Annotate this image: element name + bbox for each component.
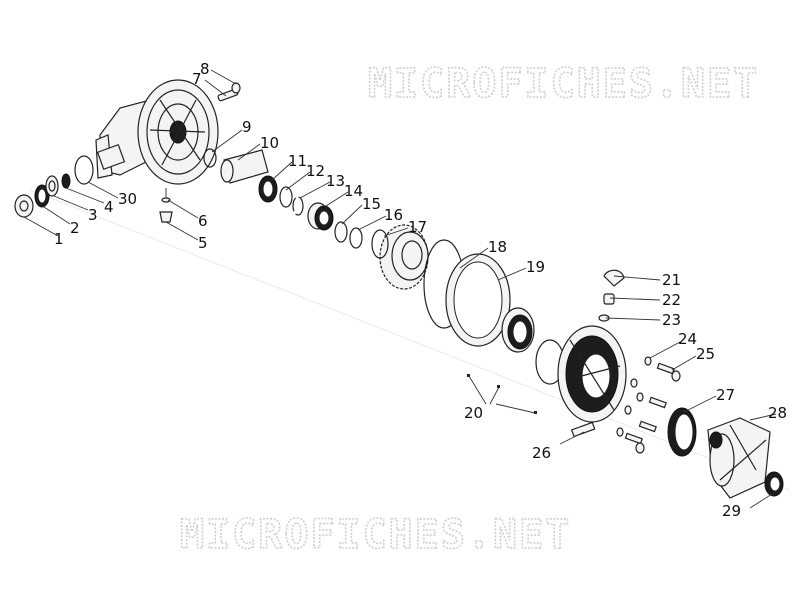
part-7-8-bolts bbox=[217, 82, 241, 102]
callout-6: 6 bbox=[198, 212, 208, 230]
callout-19: 19 bbox=[526, 258, 545, 276]
callout-1: 1 bbox=[54, 230, 64, 248]
callout-2: 2 bbox=[70, 219, 80, 237]
part-20-markers bbox=[467, 374, 537, 414]
part-20-cover bbox=[557, 325, 627, 423]
part-26-key bbox=[570, 421, 596, 438]
callout-29: 29 bbox=[722, 502, 741, 520]
callout-4: 4 bbox=[104, 198, 114, 216]
gearbox-housing bbox=[95, 79, 219, 185]
callout-16: 16 bbox=[384, 206, 403, 224]
part-12-ring bbox=[279, 186, 293, 208]
callout-13: 13 bbox=[326, 172, 345, 190]
callout-14: 14 bbox=[344, 182, 363, 200]
part-28-hub bbox=[707, 417, 771, 499]
callout-20: 20 bbox=[464, 404, 483, 422]
assembly-axis bbox=[29, 189, 791, 491]
callout-7: 7 bbox=[192, 70, 202, 88]
callout-23: 23 bbox=[662, 311, 681, 329]
part-2-seal bbox=[34, 184, 50, 208]
callout-24: 24 bbox=[678, 330, 697, 348]
part-19-gasket bbox=[445, 253, 511, 347]
callout-10: 10 bbox=[260, 134, 279, 152]
callout-labels: 1 2 3 4 5 6 7 8 9 10 11 12 13 14 15 16 1… bbox=[54, 60, 787, 520]
callout-22: 22 bbox=[662, 291, 681, 309]
part-30-oring bbox=[74, 155, 94, 185]
leader-lines bbox=[23, 69, 777, 509]
part-29-seal bbox=[764, 471, 784, 497]
part-13-clip bbox=[292, 196, 304, 216]
part-10-shaft bbox=[220, 149, 269, 184]
callout-12: 12 bbox=[306, 162, 325, 180]
part-1-nut bbox=[14, 194, 34, 218]
callout-26: 26 bbox=[532, 444, 551, 462]
part-17-ring-gear bbox=[371, 224, 429, 290]
part-15-ring bbox=[334, 221, 348, 243]
callout-5: 5 bbox=[198, 234, 208, 252]
callout-17: 17 bbox=[408, 218, 427, 236]
part-22-breather-valve bbox=[603, 293, 615, 305]
part-11-bearing bbox=[258, 175, 278, 203]
part-16-ring bbox=[349, 227, 363, 249]
watermark-bottom: MICROFICHES.NET bbox=[180, 512, 571, 558]
part-21-breather-cap bbox=[603, 269, 625, 287]
callout-25: 25 bbox=[696, 345, 715, 363]
watermark-top: MICROFICHES.NET bbox=[368, 61, 759, 107]
callout-27: 27 bbox=[716, 386, 735, 404]
part-24-25-bolts bbox=[616, 356, 681, 454]
callout-3: 3 bbox=[88, 206, 98, 224]
callout-11: 11 bbox=[288, 152, 307, 170]
callout-9: 9 bbox=[242, 118, 252, 136]
part-5-6-drain-plug bbox=[159, 188, 173, 223]
callout-18: 18 bbox=[488, 238, 507, 256]
callout-30: 30 bbox=[118, 190, 137, 208]
part-27-seal bbox=[667, 407, 697, 457]
callout-21: 21 bbox=[662, 271, 681, 289]
part-20-seal bbox=[501, 307, 535, 353]
callout-28: 28 bbox=[768, 404, 787, 422]
part-3-washer bbox=[45, 175, 59, 197]
callout-8: 8 bbox=[200, 60, 210, 78]
part-14-bearing bbox=[307, 202, 334, 231]
callout-15: 15 bbox=[362, 195, 381, 213]
part-4-ring bbox=[61, 173, 71, 189]
part-9-oring bbox=[203, 148, 217, 168]
